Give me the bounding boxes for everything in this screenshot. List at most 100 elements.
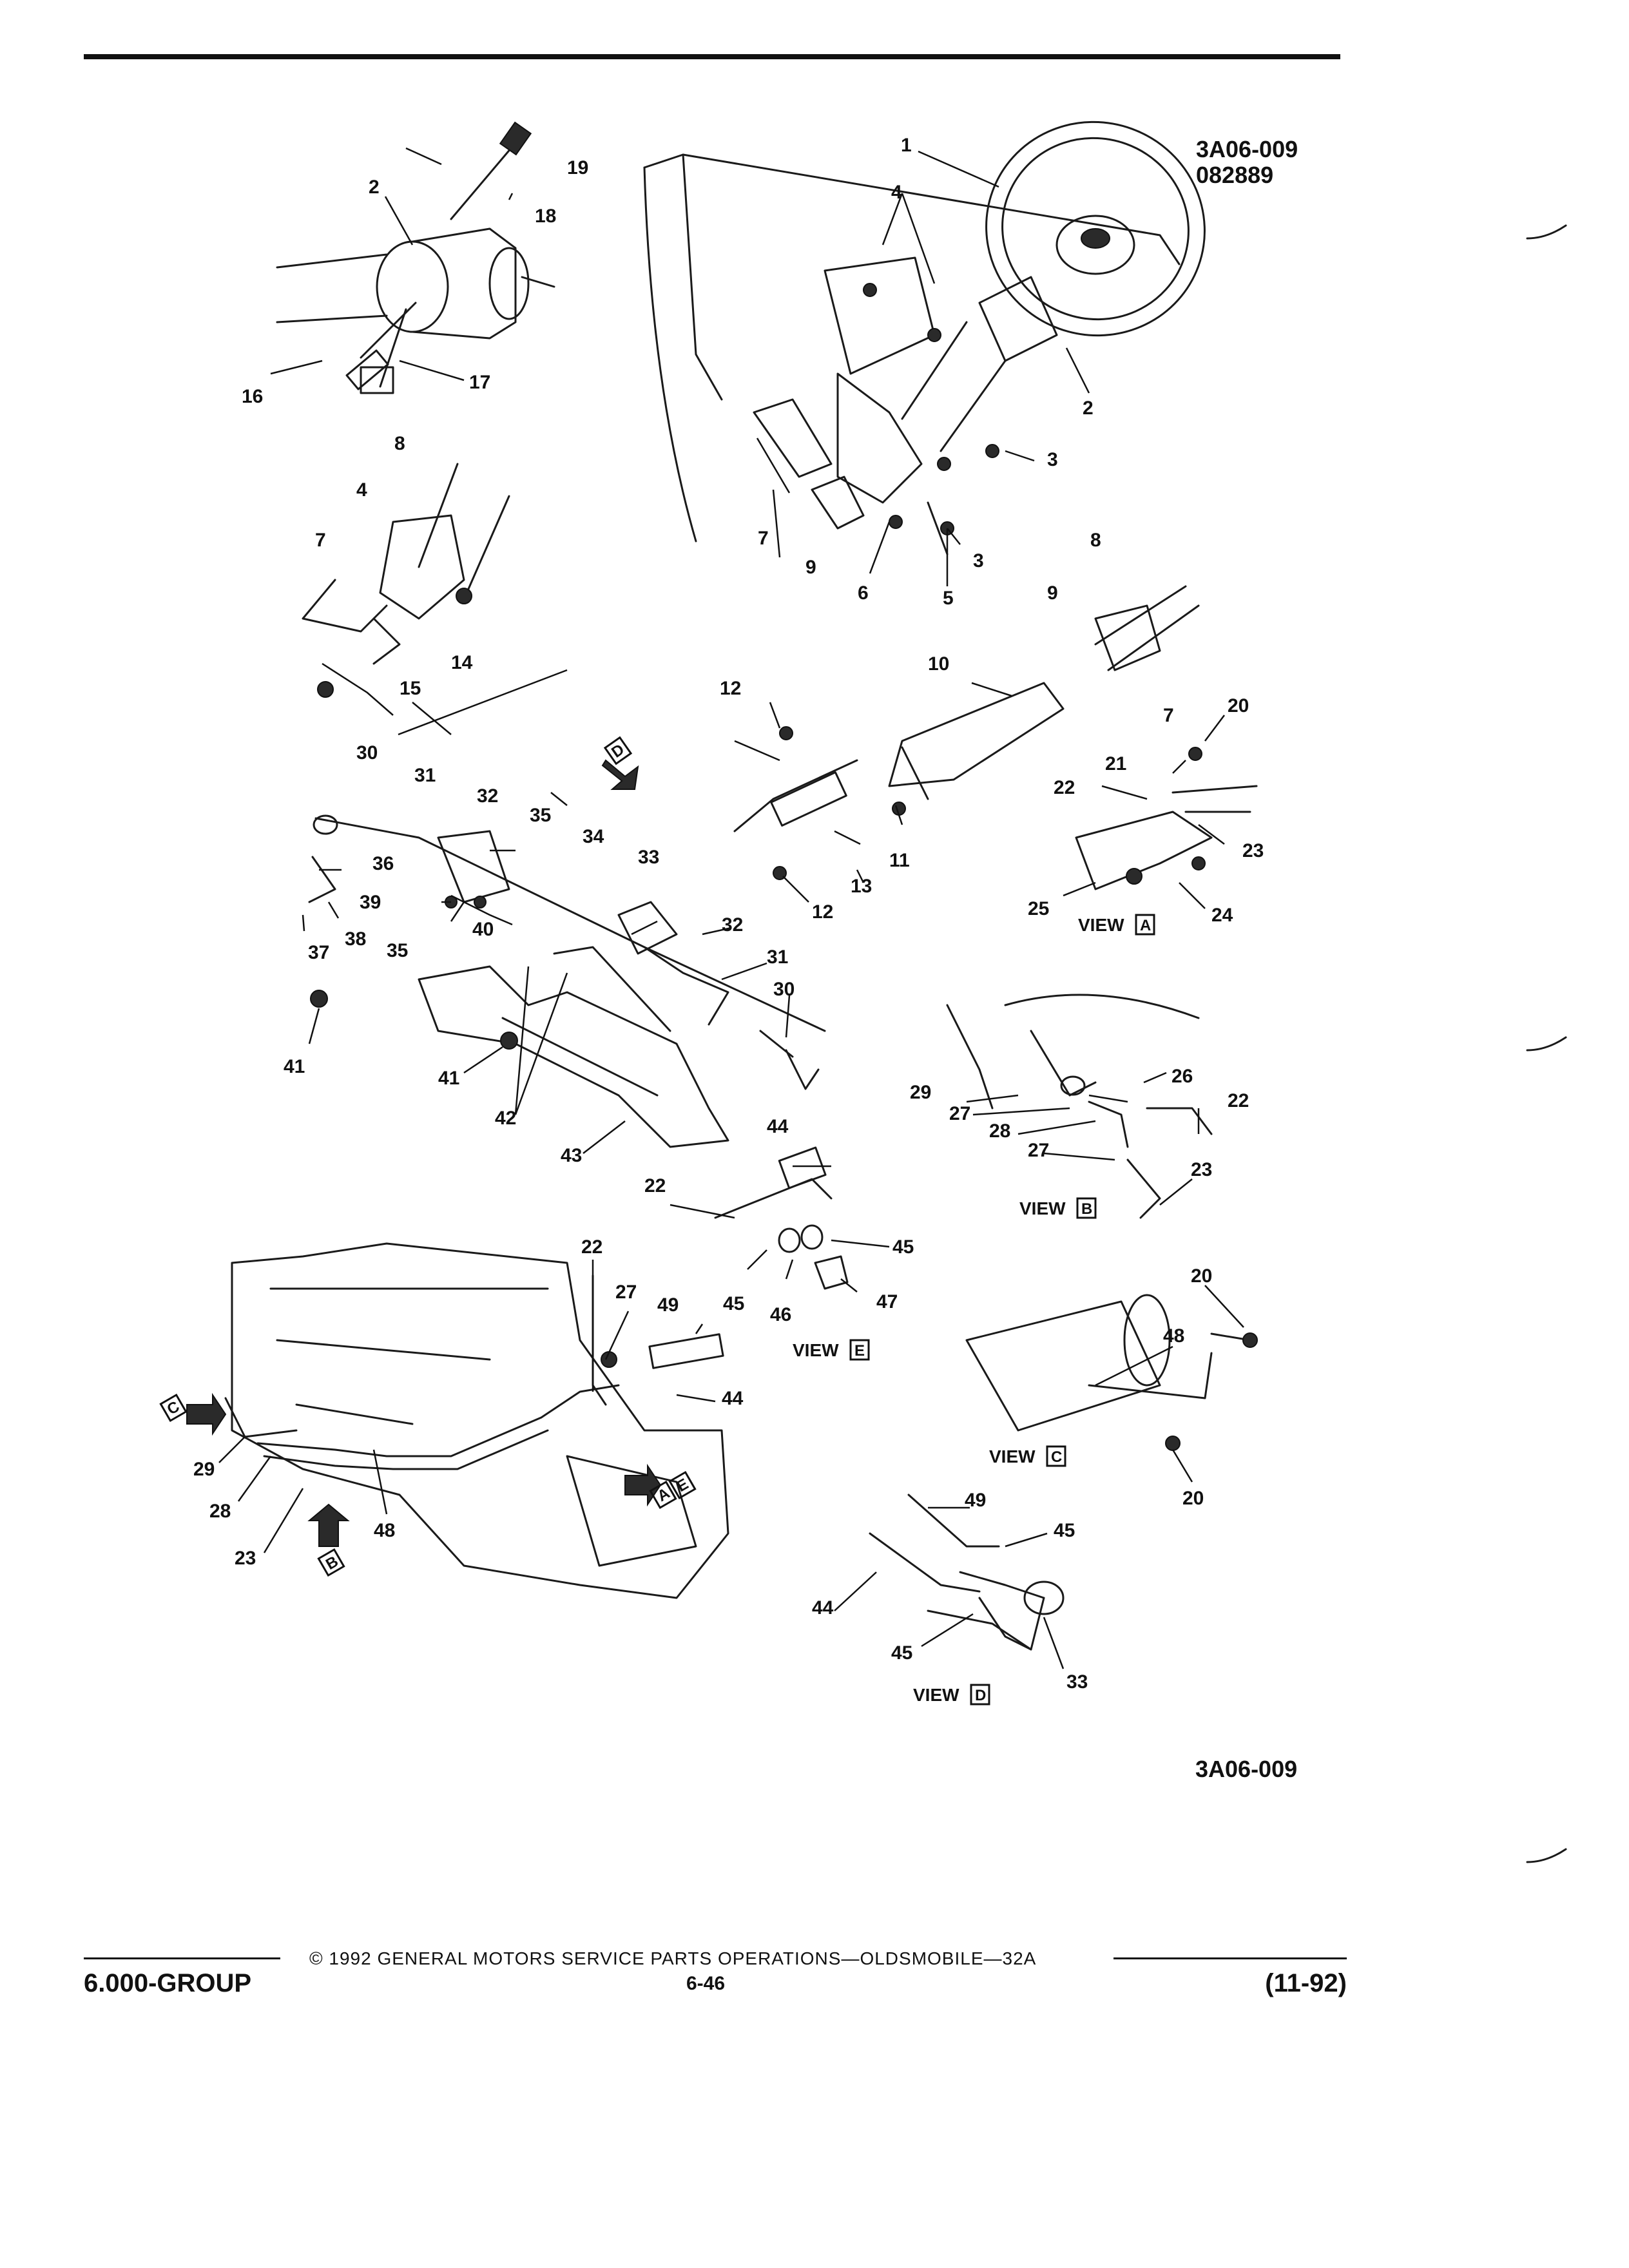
callout-48: 48	[1163, 1325, 1184, 1347]
callout-4: 4	[356, 479, 367, 501]
callout-40: 40	[472, 919, 494, 940]
view-c-label: VIEW C	[989, 1445, 1066, 1467]
callout-35: 35	[530, 805, 551, 826]
callout-2: 2	[1083, 398, 1094, 419]
callout-8: 8	[394, 433, 405, 454]
view-a-label: VIEW A	[1078, 914, 1155, 936]
callout-29: 29	[910, 1082, 931, 1103]
page-edge-marks	[1526, 224, 1567, 1863]
callout-25: 25	[1028, 898, 1049, 919]
callout-2: 2	[369, 177, 380, 198]
callout-13: 13	[851, 876, 872, 897]
callout-46: 46	[770, 1304, 791, 1325]
callout-31: 31	[767, 947, 788, 968]
view-word: VIEW	[1078, 915, 1124, 935]
callout-28: 28	[209, 1501, 231, 1522]
footer-copyright: © 1992 GENERAL MOTORS SERVICE PARTS OPER…	[309, 1948, 1037, 1968]
drawing-reference: 3A06-009 082889	[1196, 137, 1298, 188]
callout-12: 12	[720, 678, 741, 699]
callout-23: 23	[235, 1548, 256, 1569]
page-footer: © 1992 GENERAL MOTORS SERVICE PARTS OPER…	[84, 1948, 1347, 2013]
callout-29: 29	[193, 1459, 215, 1480]
callout-5: 5	[943, 588, 954, 609]
callout-39: 39	[360, 892, 381, 913]
footer-rule-right	[1113, 1957, 1347, 1959]
view-labels: VIEW A VIEW B VIEW E VIEW C VIEW D D C	[159, 736, 1155, 1706]
view-e-label: VIEW E	[793, 1339, 870, 1361]
callout-28: 28	[989, 1120, 1010, 1142]
callout-32: 32	[477, 785, 498, 807]
column-bracket-illustration	[302, 463, 510, 698]
callout-7: 7	[315, 530, 326, 551]
footer-page-number: 6-46	[686, 1973, 726, 1994]
callout-3: 3	[973, 550, 984, 572]
callout-34: 34	[583, 826, 604, 847]
callout-19: 19	[567, 157, 588, 178]
callout-23: 23	[1191, 1159, 1212, 1180]
callout-3: 3	[1047, 449, 1058, 470]
callout-35: 35	[387, 940, 408, 961]
callout-45: 45	[723, 1293, 744, 1314]
footer-date: (11-92)	[1265, 1969, 1347, 1997]
footer-group: 6.000-GROUP	[84, 1969, 252, 1997]
callout-8: 8	[1090, 530, 1101, 551]
callout-7: 7	[1163, 705, 1174, 726]
view-c-arrow	[186, 1392, 227, 1436]
view-e-illustration	[714, 1146, 849, 1290]
callout-31: 31	[414, 765, 436, 786]
view-b-arrow	[307, 1503, 350, 1547]
transaxle-assembly-illustration	[224, 1242, 729, 1599]
callout-26: 26	[1171, 1066, 1193, 1087]
callout-17: 17	[469, 372, 490, 393]
callout-22: 22	[1228, 1090, 1249, 1111]
callout-33: 33	[638, 847, 659, 868]
callout-22: 22	[1054, 777, 1075, 798]
view-b-label: VIEW B	[1019, 1197, 1097, 1219]
view-word: VIEW	[793, 1340, 839, 1360]
callout-45: 45	[1054, 1520, 1075, 1541]
drawing-date: 082889	[1196, 162, 1274, 188]
callout-12: 12	[812, 901, 833, 923]
view-a-illustration	[1075, 747, 1258, 890]
view-letter-c: C	[1051, 1448, 1062, 1466]
callout-49: 49	[965, 1490, 986, 1511]
callout-22: 22	[581, 1236, 602, 1258]
view-letter-d: D	[975, 1687, 986, 1704]
view-d-label: VIEW D	[913, 1684, 990, 1706]
callout-4: 4	[891, 182, 902, 203]
view-c-illustration	[965, 1294, 1258, 1451]
callout-9: 9	[1047, 582, 1058, 604]
callout-44: 44	[767, 1116, 789, 1137]
view-arrows	[186, 759, 662, 1547]
callout-14: 14	[451, 652, 473, 673]
view-word: VIEW	[1019, 1198, 1066, 1218]
callout-27: 27	[949, 1103, 970, 1124]
callout-20: 20	[1228, 695, 1249, 716]
callout-18: 18	[535, 206, 556, 227]
callout-38: 38	[345, 928, 366, 950]
callout-45: 45	[891, 1642, 912, 1664]
view-word: VIEW	[989, 1446, 1036, 1466]
callout-49: 49	[657, 1294, 679, 1316]
view-d-arrow	[601, 759, 639, 790]
callout-32: 32	[722, 914, 743, 936]
callout-16: 16	[242, 386, 263, 407]
callout-41: 41	[438, 1068, 459, 1089]
callout-48: 48	[374, 1520, 395, 1541]
callout-45: 45	[892, 1236, 914, 1258]
callout-41: 41	[284, 1056, 305, 1077]
view-word: VIEW	[913, 1685, 959, 1705]
footer-rule-left	[84, 1957, 280, 1959]
callout-15: 15	[400, 678, 421, 699]
callout-43: 43	[561, 1145, 582, 1166]
callout-20: 20	[1191, 1265, 1212, 1287]
steering-wheel-illustration	[643, 120, 1206, 555]
callout-21: 21	[1105, 753, 1126, 774]
callout-24: 24	[1211, 905, 1233, 926]
callout-6: 6	[858, 582, 869, 604]
view-letter-b: B	[1081, 1200, 1092, 1218]
view-d-illustration	[869, 1494, 1065, 1651]
callout-44: 44	[812, 1597, 834, 1619]
callout-11: 11	[889, 850, 910, 871]
